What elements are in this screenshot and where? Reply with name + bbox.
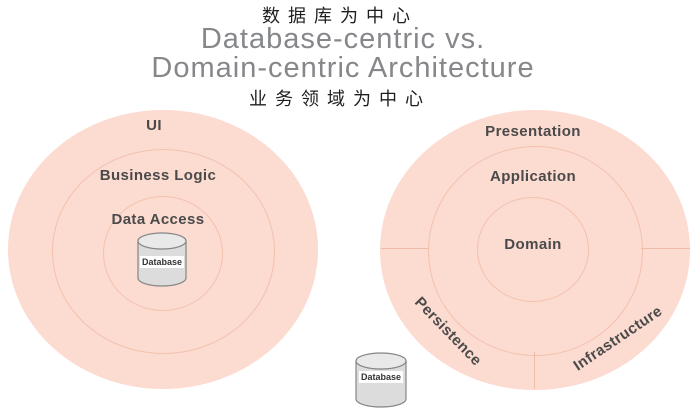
right-circle-left-divider <box>381 248 429 249</box>
page-title: Database-centric vs. Domain-centric Arch… <box>0 25 686 83</box>
layer-label-business-logic: Business Logic <box>99 167 217 184</box>
database-label-right: Database <box>358 371 404 383</box>
right-middle-ring <box>428 146 643 356</box>
left-inner-ring <box>103 196 223 311</box>
subtitle-domain-centric-zh: 业务领域为中心 <box>249 89 431 109</box>
database-label-left: Database <box>139 256 185 268</box>
left-middle-ring <box>52 149 275 354</box>
database-cylinder-icon-right: Database <box>355 352 407 408</box>
subtitle-database-centric-zh: 数据库为中心 <box>262 6 418 26</box>
right-circle-right-divider <box>641 248 690 249</box>
layer-label-data-access: Data Access <box>111 211 205 228</box>
page-title-line2: Domain-centric Architecture <box>151 52 535 84</box>
database-cylinder-icon-left: Database <box>137 232 187 287</box>
layer-label-presentation: Presentation <box>485 123 581 140</box>
layer-label-ui: UI <box>146 117 162 134</box>
right-circle-bottom-divider <box>534 352 535 389</box>
layer-label-domain: Domain <box>504 236 562 253</box>
right-inner-ring <box>477 197 589 302</box>
page-title-line1: Database-centric vs. <box>200 23 486 55</box>
layer-label-application: Application <box>489 168 577 185</box>
